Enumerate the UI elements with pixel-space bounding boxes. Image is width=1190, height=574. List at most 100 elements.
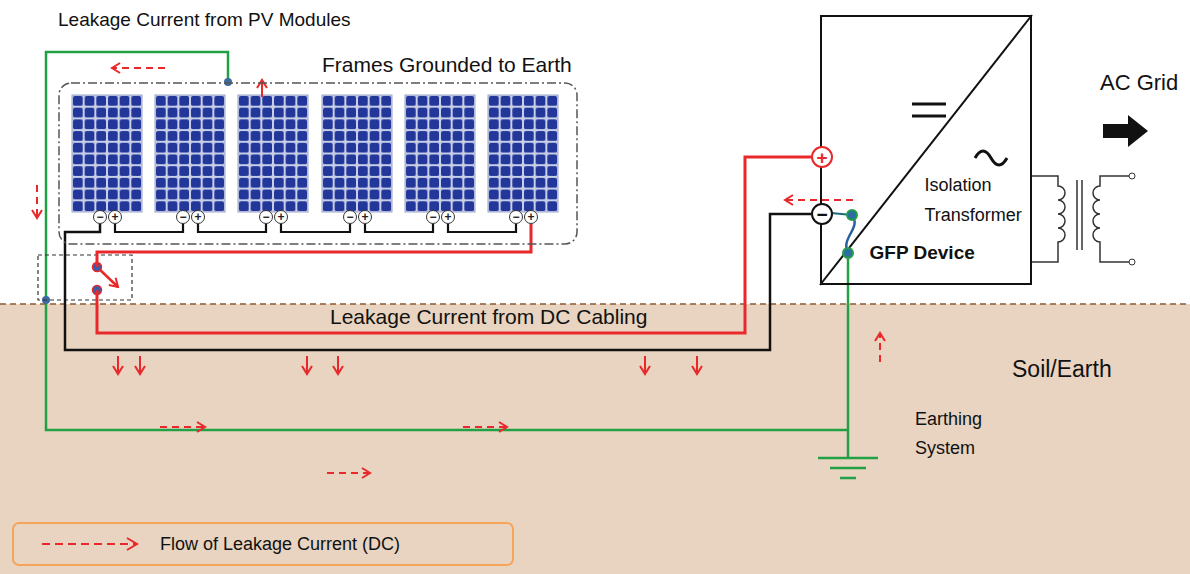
grid-label: AC Grid xyxy=(1100,70,1178,96)
leakage-arrow xyxy=(337,356,339,374)
label-slot: AC Grid xyxy=(1100,70,1178,96)
ground-symbol xyxy=(818,457,878,460)
text-slot: − xyxy=(427,211,439,223)
ac-symbol xyxy=(975,151,1007,165)
terminal-sign: + xyxy=(527,211,534,223)
leakage-arrow xyxy=(160,426,205,428)
text-slot: − xyxy=(94,211,106,223)
pv-panel-cells xyxy=(322,95,392,212)
component-label: GFP Device xyxy=(870,242,975,264)
region-outline-path xyxy=(59,83,577,244)
legend-sample xyxy=(14,524,144,564)
leakage-arrow xyxy=(306,356,308,374)
label-slot: Soil/Earth xyxy=(1012,355,1112,383)
panel-terminal: + xyxy=(358,210,372,224)
panel-terminal: − xyxy=(509,210,523,224)
leakage-arrow xyxy=(879,333,881,362)
text-slot: + xyxy=(813,148,831,166)
grid-terminal xyxy=(1129,259,1135,265)
terminal-sign: − xyxy=(96,211,103,223)
area-label: Soil/Earth xyxy=(1012,355,1112,383)
dc-cable xyxy=(281,224,350,232)
terminal-sign: + xyxy=(816,148,827,167)
earth-wire xyxy=(46,52,848,430)
leakage-arrow xyxy=(785,199,853,201)
terminal-sign: − xyxy=(262,211,269,223)
legend-line xyxy=(42,543,136,545)
dc-symbol xyxy=(912,115,946,118)
leakage-arrow xyxy=(463,426,507,428)
dc-cable xyxy=(198,224,266,232)
inverter-box: Isolation TransformerGFP Device+− xyxy=(820,15,1032,285)
text-slot: + xyxy=(525,211,537,223)
leakage-arrow xyxy=(696,356,698,374)
leakage-label: Leakage Current from DC Cabling xyxy=(330,305,647,329)
pv-panel xyxy=(238,95,308,212)
pv-panel-cells xyxy=(488,95,558,212)
text-slot: + xyxy=(192,211,204,223)
text-slot: + xyxy=(275,211,287,223)
terminal-sign: − xyxy=(816,205,827,224)
dc-symbol xyxy=(912,103,946,106)
text-slot: − xyxy=(510,211,522,223)
panel-terminal: + xyxy=(441,210,455,224)
legend-entry: Flow of Leakage Current (DC) xyxy=(14,524,512,564)
text-slot: GFP Device xyxy=(870,242,975,264)
text-slot: + xyxy=(109,211,121,223)
region-heading: Frames Grounded to Earth xyxy=(322,52,572,78)
grid-arrow xyxy=(1103,115,1148,147)
leakage-arrow xyxy=(117,356,119,374)
pv-panel-cells xyxy=(405,95,475,212)
text-slot: Flow of Leakage Current (DC) xyxy=(160,533,400,555)
terminal-sign: + xyxy=(194,211,201,223)
pv-panel-cells xyxy=(155,95,225,212)
panel-terminal: + xyxy=(524,210,538,224)
soil-ground xyxy=(0,304,1190,574)
legend-text: Flow of Leakage Current (DC) xyxy=(160,533,400,555)
panel-terminal: + xyxy=(191,210,205,224)
inverter-terminal: − xyxy=(811,203,833,225)
gfp-terminal xyxy=(843,248,853,258)
transformer-core xyxy=(1076,180,1078,250)
dc-cable xyxy=(448,224,516,232)
component-label: Isolation Transformer xyxy=(925,170,1025,230)
panel-terminal: − xyxy=(93,210,107,224)
legend-arrow-head xyxy=(127,538,137,550)
terminal-sign: − xyxy=(429,211,436,223)
terminal-sign: − xyxy=(512,211,519,223)
terminal-sign: + xyxy=(277,211,284,223)
pv-panel-cells xyxy=(72,95,142,212)
junction-dot xyxy=(224,78,232,86)
text-slot: − xyxy=(260,211,272,223)
ground-symbol xyxy=(840,477,856,480)
text-slot: Frames Grounded to Earth xyxy=(322,52,572,78)
label-slot: Leakage Current from DC Cabling xyxy=(330,305,647,329)
dc-cable xyxy=(97,157,811,333)
gfp-terminal xyxy=(847,210,857,220)
panel-terminal: − xyxy=(259,210,273,224)
pv-panel-cells xyxy=(238,95,308,212)
panel-terminal: + xyxy=(274,210,288,224)
earthing-label: Earthing System xyxy=(915,405,1010,463)
terminal-sign: − xyxy=(179,211,186,223)
diagram-title: Leakage Current from PV Modules xyxy=(58,8,351,32)
legend-box: Flow of Leakage Current (DC) xyxy=(12,522,514,566)
text-slot: − xyxy=(813,205,831,223)
transformer-core xyxy=(1081,180,1083,250)
pv-panel xyxy=(322,95,392,212)
panel-terminal: − xyxy=(343,210,357,224)
transformer-primary xyxy=(1032,176,1065,262)
dc-cable xyxy=(115,224,183,232)
inverter-terminal: + xyxy=(811,146,833,168)
text-slot: + xyxy=(442,211,454,223)
terminal-sign: − xyxy=(346,211,353,223)
pv-panel xyxy=(405,95,475,212)
text-slot: + xyxy=(359,211,371,223)
label-slot: Earthing System xyxy=(915,405,1010,463)
leakage-arrow xyxy=(112,67,165,69)
ground-symbol xyxy=(830,467,866,470)
ground-surface xyxy=(0,303,1190,305)
